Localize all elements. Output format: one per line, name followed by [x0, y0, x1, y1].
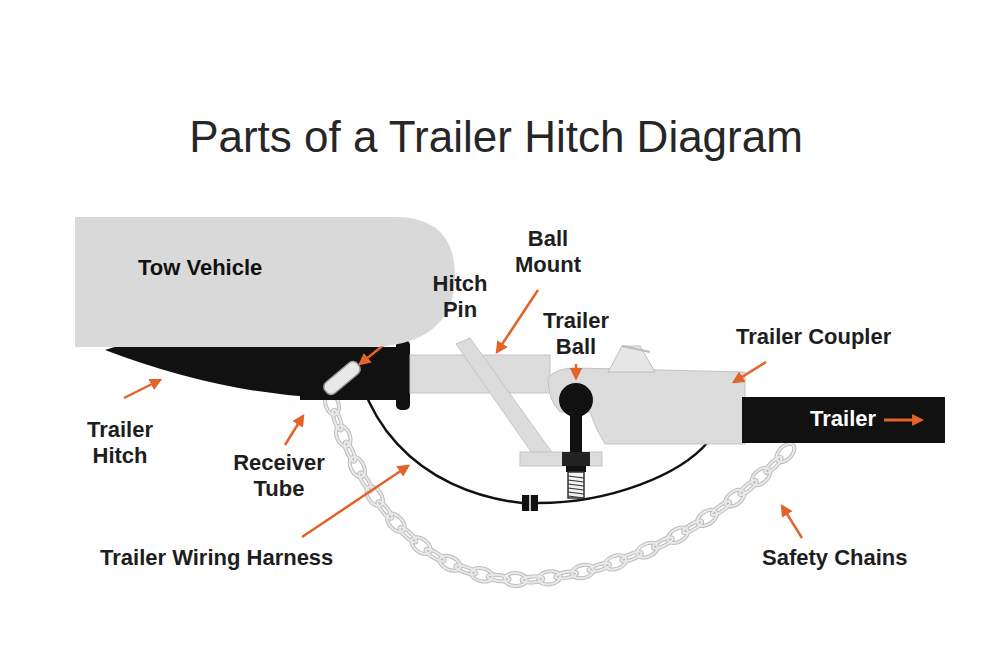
ball-nut	[562, 452, 590, 466]
receiver-tube	[300, 347, 400, 400]
harness-connector	[522, 495, 538, 511]
ball-stud	[568, 472, 584, 498]
receiver-collar	[396, 340, 410, 410]
wiring-harness	[538, 442, 708, 503]
part-label: Trailer Coupler	[736, 324, 936, 350]
hitch-pin	[321, 359, 362, 397]
coupler-latch	[608, 346, 655, 372]
part-label: Trailer Ball	[524, 308, 628, 360]
part-label: Receiver Tube	[214, 450, 344, 502]
node-label: Trailer	[810, 406, 945, 432]
part-label: Ball Mount	[498, 226, 598, 278]
trailer-ball	[559, 383, 593, 417]
part-label: Trailer Wiring Harness	[100, 545, 390, 571]
ball-neck	[570, 414, 582, 452]
diagram-title: Parts of a Trailer Hitch Diagram	[0, 112, 992, 162]
tow-vehicle: Tow Vehicle	[75, 217, 455, 347]
ball-mount-platform	[520, 452, 602, 466]
node-label: Tow Vehicle	[138, 255, 455, 281]
ball-mount-plate	[456, 338, 556, 466]
part-label: Trailer Hitch	[66, 417, 174, 469]
trailer-bar: Trailer	[742, 397, 945, 443]
part-label: Hitch Pin	[414, 271, 506, 323]
vehicle-body	[75, 217, 455, 347]
part-label: Safety Chains	[762, 545, 962, 571]
